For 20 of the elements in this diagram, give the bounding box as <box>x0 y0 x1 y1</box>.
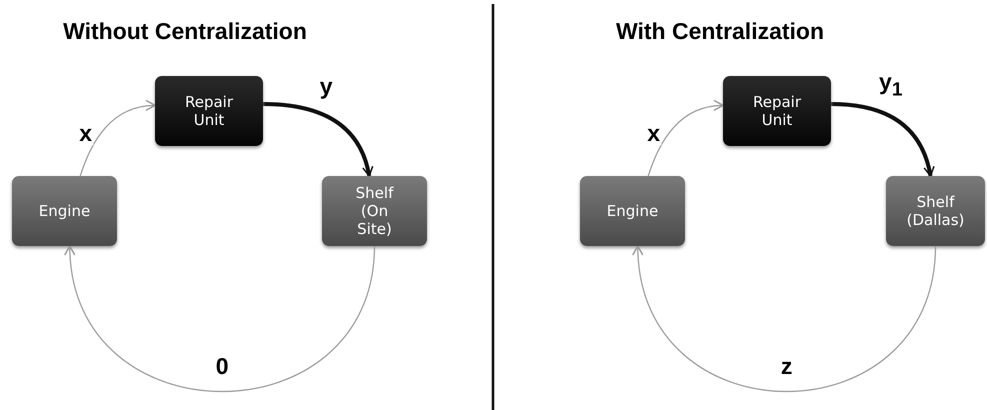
node-label: Repair Unit <box>184 93 234 129</box>
node-label: Shelf (On Site) <box>354 184 395 238</box>
node-label: Shelf (Dallas) <box>906 193 966 229</box>
node-label: Engine <box>38 202 92 220</box>
process-box <box>580 176 685 246</box>
node-label: Engine <box>606 202 660 220</box>
node-label: Repair Unit <box>752 93 802 129</box>
process-box <box>886 176 985 246</box>
arrow <box>648 100 724 176</box>
process-box <box>12 176 117 246</box>
arrow <box>633 245 936 392</box>
arrow <box>262 102 373 177</box>
panel-heading: Without Centralization <box>63 18 307 45</box>
panel-heading: With Centralization <box>616 18 824 45</box>
process-box <box>723 76 831 146</box>
arrow <box>80 100 156 176</box>
arrow <box>65 245 376 392</box>
arrow <box>830 102 934 177</box>
process-box <box>155 76 263 146</box>
process-box <box>322 176 427 246</box>
